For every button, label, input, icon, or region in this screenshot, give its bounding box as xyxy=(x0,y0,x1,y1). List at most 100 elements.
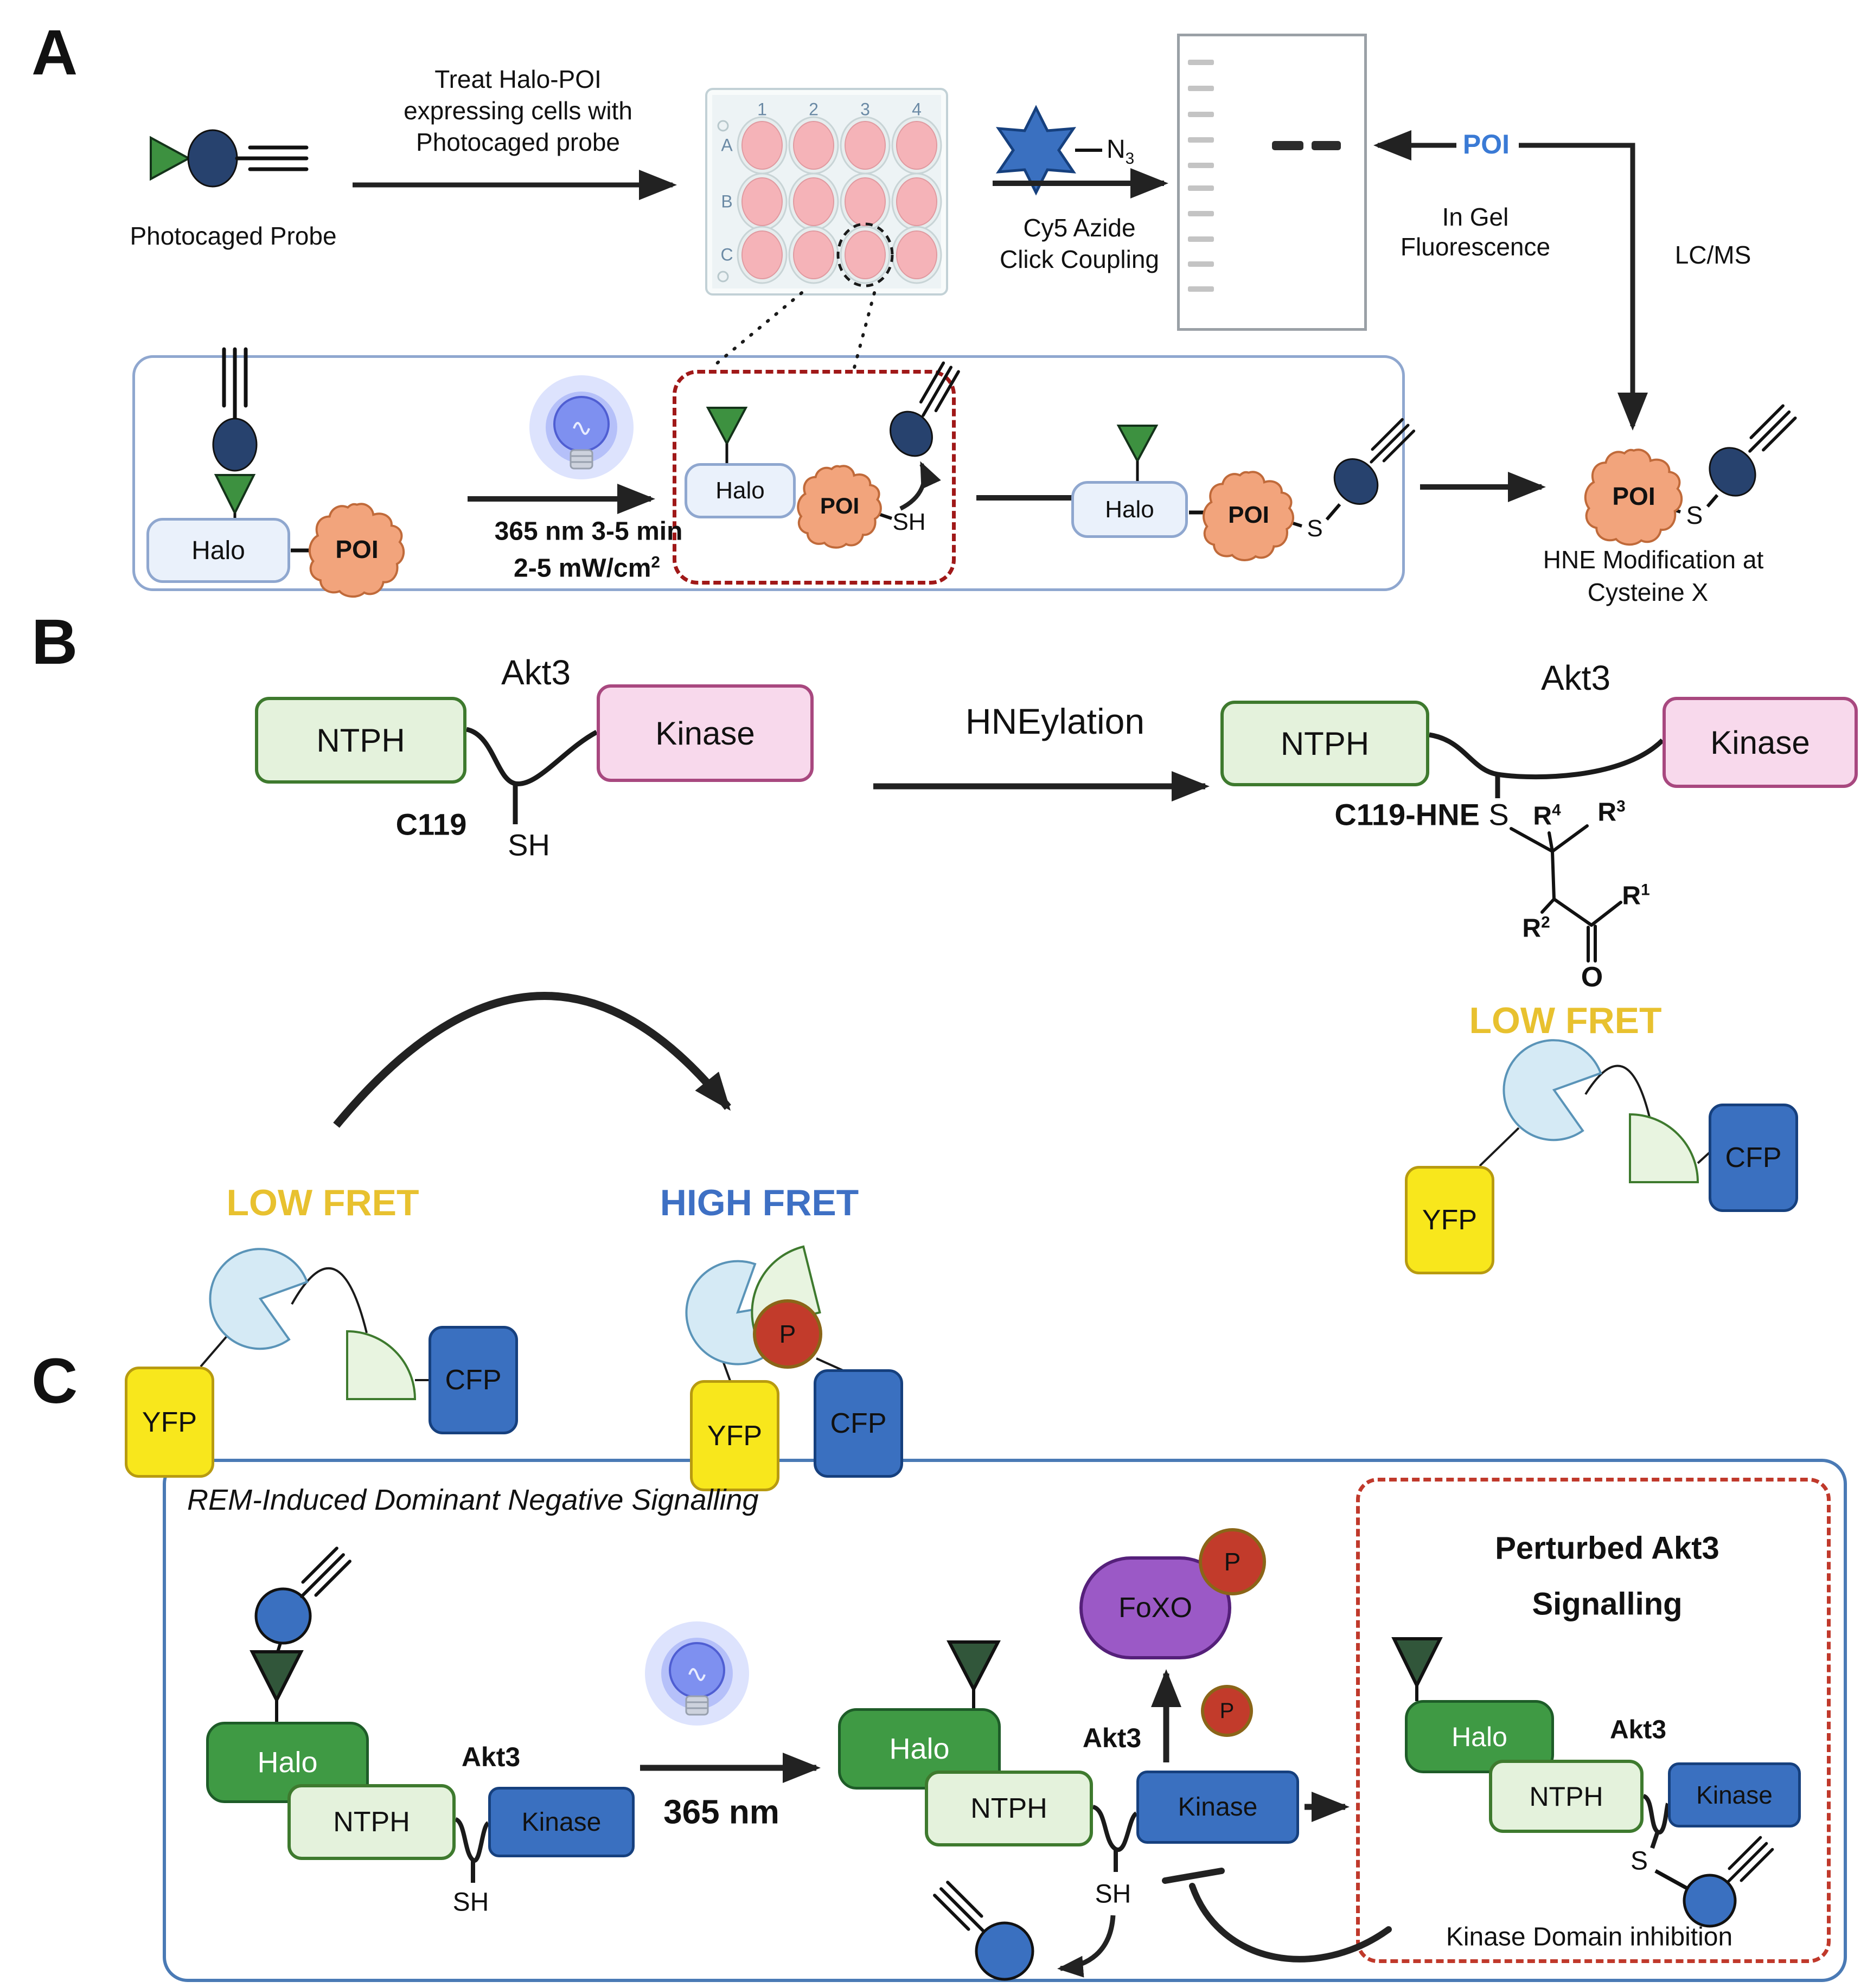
cage-triangle-icon xyxy=(947,1640,1001,1693)
gel-poi-label: POI xyxy=(1462,129,1510,159)
thiol-label: SH xyxy=(892,509,926,535)
high-fret-label: HIGH FRET xyxy=(660,1182,859,1223)
r1-group-label: R1 xyxy=(1622,881,1650,910)
r3-group-label: R3 xyxy=(1597,797,1626,827)
panel-a-mechanism-box xyxy=(132,355,1405,591)
uv-condition-line2: 2-5 mW/cm2 xyxy=(514,553,660,583)
sensor-pacman-icon xyxy=(1502,1039,1602,1142)
probe-core-icon xyxy=(187,129,238,188)
alkyne-icon xyxy=(1722,1837,1773,1888)
alkyne-icon xyxy=(1365,420,1414,468)
cage-triangle-icon xyxy=(150,136,191,181)
selected-well-highlight xyxy=(836,222,894,287)
r2-group-label: R2 xyxy=(1522,913,1550,943)
c119-label: C119 xyxy=(395,807,467,842)
halo-tag-box: Halo xyxy=(146,518,290,583)
gel-image xyxy=(1177,34,1367,331)
cage-triangle-icon xyxy=(250,1650,304,1704)
akt3-label: Akt3 xyxy=(1540,658,1611,697)
plate-row-label: B xyxy=(721,191,733,211)
plate-pin-hole xyxy=(717,271,729,283)
panel-a-label: A xyxy=(31,17,78,88)
carbonyl-oxygen-label: O xyxy=(1581,961,1603,993)
perturbed-title-line2: Signalling xyxy=(1532,1586,1683,1622)
probe-core-icon xyxy=(212,418,258,472)
kinase-domain-box: Kinase xyxy=(488,1787,635,1857)
cfp-box: CFP xyxy=(1709,1104,1798,1212)
alkyne-icon xyxy=(237,148,306,169)
probe-release-arrow xyxy=(899,461,941,511)
probe-core-icon xyxy=(890,411,933,457)
halo-tag-box: Halo xyxy=(1071,481,1188,538)
gel-poi-band xyxy=(1272,141,1341,150)
kinase-domain-inhibition-label: Kinase Domain inhibition xyxy=(1446,1922,1733,1952)
kinase-domain-box: Kinase xyxy=(597,684,814,782)
akt3-label: Akt3 xyxy=(1609,1715,1667,1745)
uv-condition-line1: 365 nm 3-5 min xyxy=(494,517,683,546)
alkyne-icon xyxy=(916,363,958,420)
phospho-badge: P xyxy=(1199,1528,1266,1595)
probe-core-icon xyxy=(1683,1874,1737,1928)
thioether-label: S xyxy=(1488,797,1509,832)
thioether-label: S xyxy=(1686,501,1703,529)
uncaged-halo-poi xyxy=(706,363,958,520)
yfp-box: YFP xyxy=(125,1367,214,1478)
cage-triangle-icon xyxy=(1391,1637,1443,1689)
low-to-high-fret-arrow xyxy=(333,992,731,1128)
plate-column-label: 1 xyxy=(757,99,767,119)
thiol-label: SH xyxy=(508,828,550,862)
akt3-label: Akt3 xyxy=(461,1742,521,1772)
panel-b-label: B xyxy=(31,606,78,678)
phospho-badge: P xyxy=(753,1299,822,1369)
poi-label: POI xyxy=(335,535,379,563)
well-plate-wells xyxy=(717,116,942,287)
probe-release-arrow xyxy=(1057,1915,1116,1978)
kinase-inhibition-arc xyxy=(1162,1868,1392,1963)
cy5-caption-line1: Cy5 Azide xyxy=(1023,214,1136,242)
ntph-domain-box: NTPH xyxy=(1489,1760,1644,1833)
treatment-caption-line3: Photocaged probe xyxy=(416,128,620,156)
alkyne-icon xyxy=(295,1548,350,1603)
plate-pin-hole xyxy=(717,120,729,132)
perturbed-title-line1: Perturbed Akt3 xyxy=(1495,1530,1719,1566)
probe-core-icon xyxy=(254,1587,312,1645)
in-gel-caption-line2: Fluorescence xyxy=(1400,233,1551,261)
akt3-linker xyxy=(1092,1805,1138,1852)
photocaged-probe-icon xyxy=(150,129,306,188)
treatment-caption-line1: Treat Halo-POI xyxy=(434,65,602,93)
r4-group-label: R4 xyxy=(1533,801,1561,831)
probe-core-icon xyxy=(1709,447,1756,497)
plate-row-label: A xyxy=(721,135,733,155)
hne-modification-line1: HNE Modification at xyxy=(1543,546,1764,574)
kinase-domain-box: Kinase xyxy=(1668,1762,1801,1827)
lcms-label: LC/MS xyxy=(1674,241,1751,269)
plate-column-label: 3 xyxy=(860,99,870,119)
sensor-wedge-icon xyxy=(1629,1113,1699,1183)
alkyne-icon xyxy=(1744,406,1795,457)
low-fret-label: LOW FRET xyxy=(1469,1000,1662,1041)
probe-core-icon xyxy=(1333,458,1379,505)
uv-lamp-icon xyxy=(529,375,634,479)
panel-a-uncaging-highlight-box xyxy=(673,370,956,585)
hne-modification-line2: Cysteine X xyxy=(1587,578,1709,606)
cage-triangle-icon xyxy=(706,407,748,446)
low-fret-reporter-left xyxy=(200,1248,430,1400)
thioether-label: S xyxy=(1307,515,1323,542)
cage-triangle-icon xyxy=(214,474,256,516)
caged-halo-akt3 xyxy=(250,1548,490,1883)
hne-modified-halo-akt3 xyxy=(1391,1637,1773,1928)
gel-ladder-bands xyxy=(1188,60,1214,292)
probe-bound-halo-poi xyxy=(1116,420,1414,528)
cfp-box: CFP xyxy=(429,1326,518,1434)
thiol-label: SH xyxy=(452,1888,489,1917)
ntph-domain-box: NTPH xyxy=(255,697,466,784)
yfp-box: YFP xyxy=(1405,1166,1494,1274)
hneylation-label: HNEylation xyxy=(965,701,1145,741)
cage-triangle-icon xyxy=(1116,425,1159,464)
c119-hne-label: C119-HNE xyxy=(1334,797,1480,832)
phospho-badge: P xyxy=(1201,1685,1253,1737)
caged-halo-poi xyxy=(212,349,312,553)
cy5-azide-star-icon xyxy=(996,105,1102,196)
